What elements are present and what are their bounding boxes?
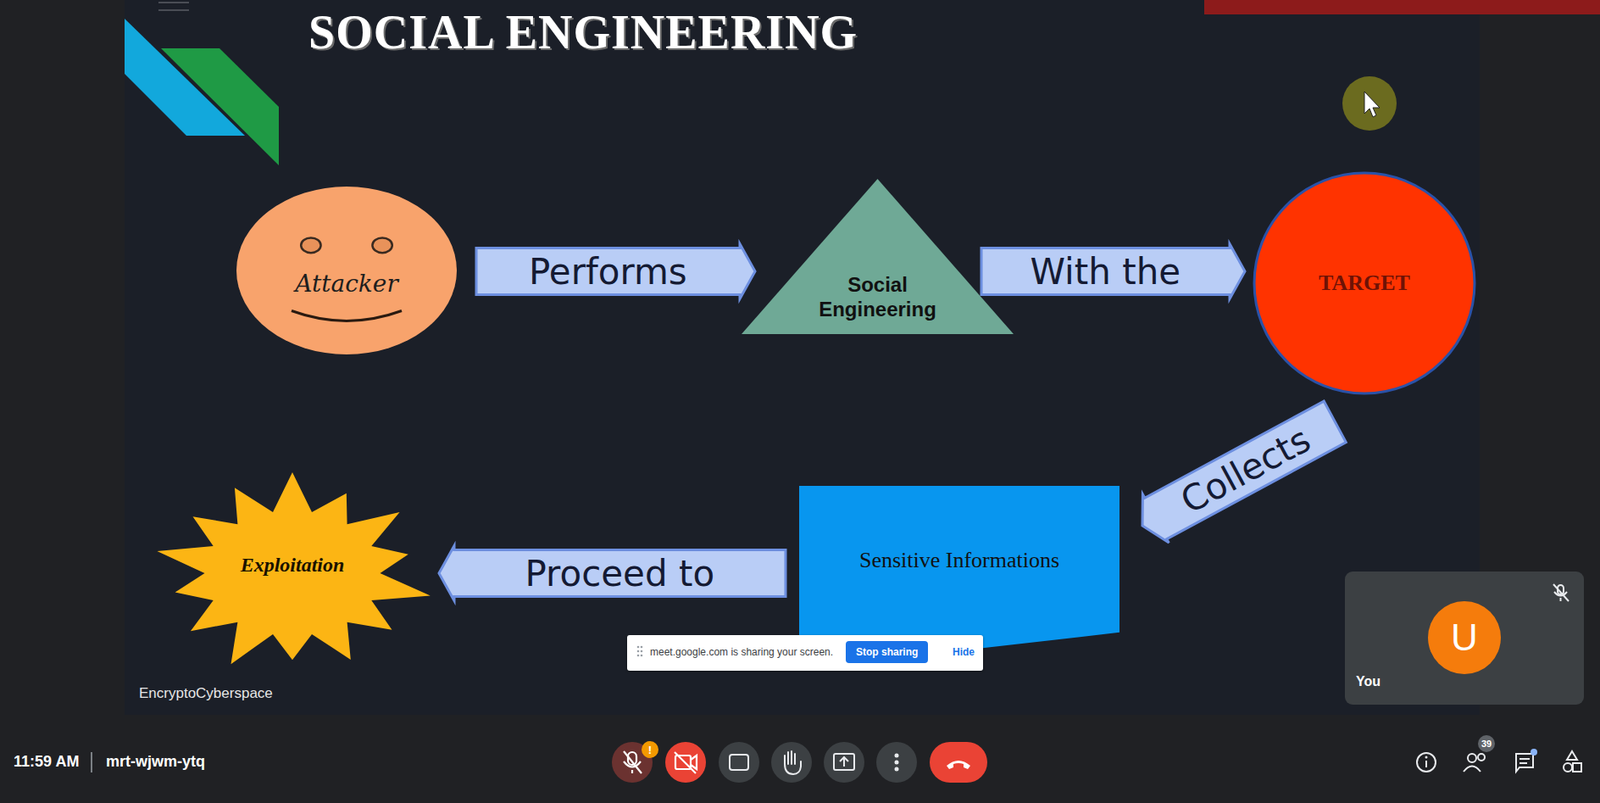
hand-glyph [784,750,801,774]
camera-off-glyph [674,751,697,773]
cursor-highlight [1342,76,1397,131]
face-fill [236,186,457,355]
triangle-fill [741,178,1014,334]
captions-glyph [729,754,749,770]
menu-line [158,9,189,12]
self-tile [1344,571,1584,705]
face-eye [372,237,392,253]
block-arrow [476,244,756,300]
block-arrow [1142,400,1346,543]
drag-handle [635,644,645,662]
block-arrow [438,545,786,601]
arrow-label: Performs [528,250,688,293]
hang-up-button [929,741,988,783]
clock: 11:59 AM [13,752,79,771]
more-glyph [894,753,900,772]
green-band [161,48,279,166]
present-glyph [833,753,855,770]
participant-count: 39 [1477,734,1495,752]
share-notice: meet.google.com is sharing your screen. [650,645,834,658]
camera-button [665,741,706,783]
warning-badge: ! [641,740,659,758]
share-toast: meet.google.com is sharing your screen. S… [627,634,984,671]
people-icon [1463,753,1485,772]
block-arrow [981,244,1245,300]
node-text: Sensitive Informations [859,546,1060,573]
target-circle: TARGET [1252,171,1477,395]
arrow-label: Proceed to [525,552,716,595]
raise-hand-button [771,741,812,783]
hide-link: Hide [952,645,975,658]
mouse-pointer [1364,91,1380,117]
menu-line [158,1,189,4]
self-name: You [1355,673,1381,689]
divider [90,751,93,773]
stop-sharing-button: Stop sharing [845,640,928,663]
face-eye [300,237,321,253]
chat-icon [1516,753,1534,772]
exploit-burst: Exploitation [150,472,434,674]
present-button [823,741,865,783]
activities-icon [1563,750,1582,772]
node-text: Social Engineering [814,272,942,323]
arrow-label: With the [1030,250,1182,293]
document-fill [799,485,1120,669]
chat-dot [1530,748,1538,756]
avatar-initial: U [1450,616,1478,659]
tile-mic-off-icon [1553,583,1569,601]
slide-title: SOCIAL ENGINEERING [308,5,858,60]
top-red-bar [1204,0,1600,15]
node-text: Exploitation [240,552,345,578]
node-text: Attacker [294,269,399,299]
slide-ground [124,0,1480,715]
node-text: TARGET [1318,269,1411,296]
captions-button [718,741,760,783]
face-smile [291,311,402,322]
watermark: EncryptoCyberspace [138,684,273,702]
technique-triangle: Social Engineering [741,178,1014,334]
avatar-circle [1427,600,1501,674]
more-button [876,741,917,783]
info-icon [1416,752,1436,772]
info-dot [1425,755,1428,759]
mic-off-glyph [623,750,642,773]
circle-fill [1254,172,1475,394]
meeting-code: mrt-wjwm-ytq [105,752,206,771]
burst-fill [156,472,430,664]
hang-up-glyph [946,760,971,769]
attacker-face: Attacker [236,186,457,355]
